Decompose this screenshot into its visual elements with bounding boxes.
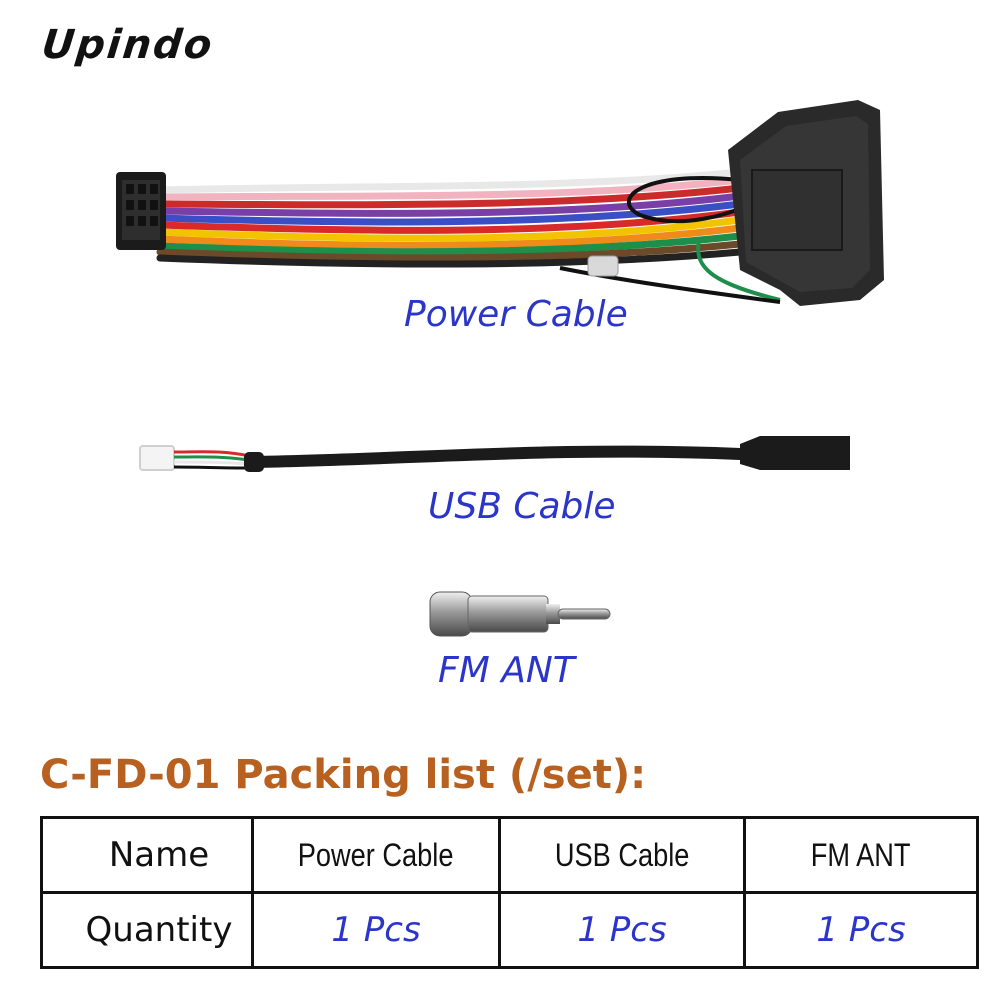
quantity-cell: 1 Pcs: [251, 891, 501, 969]
fm-antenna-adapter-icon: [429, 591, 611, 637]
name-cell: FM ANT: [743, 816, 979, 894]
name-cell: USB Cable: [498, 816, 746, 894]
quantity-cell: 1 Pcs: [498, 891, 746, 969]
row-label-name: Name: [40, 816, 254, 894]
product-illustration: [116, 100, 884, 637]
table-row: Name Power Cable USB Cable FM ANT: [40, 816, 979, 894]
name-cell: Power Cable: [251, 816, 501, 894]
packing-list-title: C-FD-01 Packing list (/set):: [40, 752, 647, 798]
usb-cable-caption: USB Cable: [428, 486, 616, 527]
table-row: Quantity 1 Pcs 1 Pcs 1 Pcs: [40, 891, 979, 969]
packing-list-table: Name Power Cable USB Cable FM ANT Quanti…: [40, 816, 979, 969]
quantity-cell: 1 Pcs: [743, 891, 979, 969]
fm-ant-caption: FM ANT: [438, 650, 575, 691]
usb-cable-icon: [139, 436, 850, 472]
power-cable-caption: Power Cable: [404, 294, 628, 335]
power-harness-icon: [116, 100, 884, 306]
row-label-quantity: Quantity: [40, 891, 254, 969]
